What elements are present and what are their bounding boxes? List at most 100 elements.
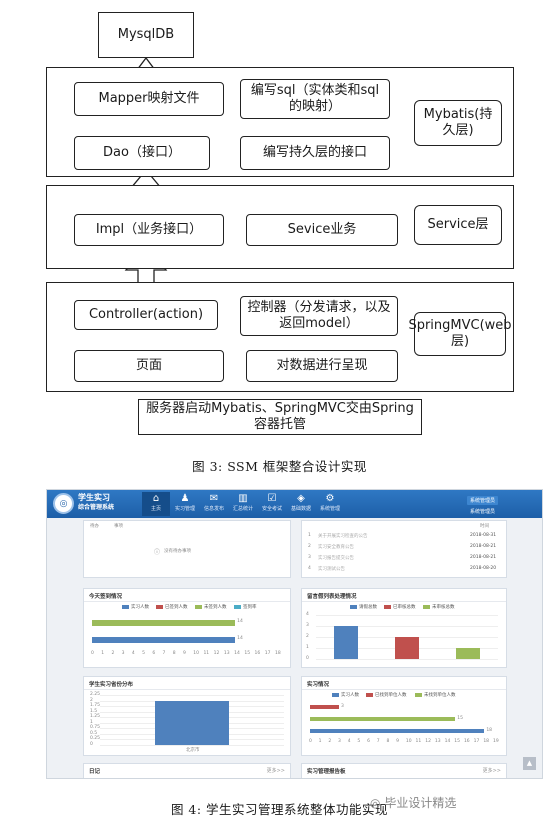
x-tick-today-chart-6: 6	[152, 651, 156, 656]
watermark: ◎ 毕业设计精选	[370, 794, 456, 811]
notice-col-time: 时间	[480, 524, 489, 529]
legend-label: 签到率	[243, 605, 257, 610]
x-tick-status-chart-10: 10	[405, 739, 412, 744]
y-tick-leave-chart-4: 4	[306, 612, 309, 617]
scroll-top-icon[interactable]: ▲	[523, 757, 536, 770]
legend-swatch	[366, 692, 373, 697]
watermark-text: 毕业设计精选	[384, 796, 457, 810]
x-tick-today-chart-5: 5	[142, 651, 145, 656]
controller-box: Controller(action)	[74, 300, 218, 330]
log-panel: 日记 更多>>	[83, 763, 291, 778]
nav-label-1: 实习管理	[174, 506, 195, 512]
gridline-leave-chart-0	[316, 659, 498, 660]
nav-item-5[interactable]: ◈基础数据	[287, 492, 315, 516]
x-tick-today-chart-16: 16	[254, 651, 261, 656]
log-more-link[interactable]: 更多>>	[266, 768, 285, 774]
x-tick-today-chart-8: 8	[172, 651, 176, 656]
nav-item-1[interactable]: ♟实习管理	[171, 492, 199, 516]
service-node-label: Sevice业务	[287, 222, 357, 237]
notice-date-1: 2018-08-21	[470, 544, 497, 549]
notice-date-2: 2018-08-21	[470, 555, 497, 560]
springmvc-label: SpringMVC(web层)	[408, 318, 512, 349]
bar-label-status-chart-1: 15	[457, 715, 463, 721]
app-screenshot: ◎ 学生实习 综合管理系统 ⌂主页♟实习管理✉信息发布▥汇总统计☑安全考试◈基础…	[46, 489, 543, 779]
x-tick-today-chart-14: 14	[234, 651, 240, 656]
mybatis-label: Mybatis(持久层)	[423, 107, 493, 138]
legend-label: 未签到人数	[204, 605, 227, 610]
legend-swatch	[332, 692, 339, 697]
cat-label-dist-chart-0: 北京市	[186, 748, 200, 753]
nav-item-2[interactable]: ✉信息发布	[200, 492, 228, 516]
report-panel-title: 实习管理报告板	[307, 769, 346, 775]
report-more-link[interactable]: 更多>>	[482, 768, 501, 774]
bar-status-chart-1	[310, 716, 456, 721]
notice-text-3: 实习测试公告	[318, 567, 345, 572]
nav-item-4[interactable]: ☑安全考试	[258, 492, 286, 516]
legend-label: 已审核总数	[393, 605, 416, 610]
x-tick-status-chart-5: 5	[357, 739, 361, 744]
notice-no-2: 3	[308, 555, 311, 560]
todo-col1: 待办	[90, 524, 99, 529]
dist-panel-title: 学生实习省份分布	[89, 682, 134, 688]
legend-swatch	[156, 604, 163, 609]
log-panel-title: 日记	[89, 769, 101, 775]
x-tick-status-chart-19: 19	[493, 739, 499, 744]
nav-label-0: 主页	[150, 506, 161, 512]
bar-leave-chart-2	[455, 648, 480, 659]
y-tick-dist-chart-0: 0	[90, 742, 93, 747]
mapper-note-box: 编写sql（实体类和sql的映射）	[240, 79, 390, 119]
legend-label: 未找到单位人数	[424, 693, 456, 698]
app-title: 学生实习 综合管理系统	[78, 493, 114, 513]
x-tick-today-chart-2: 2	[111, 651, 115, 656]
controller-note: 控制器（分发请求，以及返回model）	[247, 300, 391, 331]
y-tick-dist-chart-1: 1	[90, 719, 93, 725]
legend-item-leave-legend-1: 已审核总数	[384, 604, 416, 610]
legend-item-leave-legend-2: 未审核总数	[423, 604, 455, 610]
x-tick-status-chart-17: 17	[473, 739, 480, 744]
x-tick-today-chart-7: 7	[162, 651, 166, 656]
nav-item-3[interactable]: ▥汇总统计	[229, 492, 257, 516]
user-menu-2[interactable]: 系统管理员	[470, 509, 496, 515]
nav-item-0[interactable]: ⌂主页	[142, 492, 170, 516]
x-tick-today-chart-11: 11	[203, 651, 210, 656]
gridline-dist-chart-2.25	[100, 695, 284, 696]
nav-item-6[interactable]: ⚙系统管理	[316, 492, 344, 516]
user-menu[interactable]: 系统管理员	[467, 496, 499, 505]
y-tick-leave-chart-0: 0	[306, 656, 309, 661]
ssm-diagram: MysqlDB Mapper映射文件 编写sql（实体类和sql的映射） Dao…	[46, 12, 514, 435]
notice-no-3: 4	[308, 566, 311, 571]
notice-no-1: 2	[308, 544, 311, 549]
legend-item-status-legend-0: 实习人数	[332, 692, 359, 698]
service-label: Service层	[427, 217, 489, 232]
nav-icon-3: ▥	[238, 493, 248, 504]
nav-icon-2: ✉	[209, 493, 219, 504]
todo-panel: 待办 事项 ⓘ 没有待办事项	[83, 520, 291, 578]
legend-swatch	[195, 604, 202, 609]
server-note: 服务器启动Mybatis、SpringMVC交由Spring容器托管	[146, 401, 414, 432]
legend-swatch	[122, 604, 129, 609]
legend-swatch	[415, 692, 422, 697]
y-tick-leave-chart-2: 2	[306, 634, 309, 639]
x-tick-today-chart-0: 0	[91, 651, 94, 656]
gridline-leave-chart-4	[316, 615, 498, 616]
legend-swatch	[234, 604, 241, 609]
x-tick-today-chart-17: 17	[264, 651, 271, 656]
y-tick-dist-chart-2.25: 2.25	[90, 692, 101, 697]
x-tick-today-chart-12: 12	[213, 651, 220, 656]
x-tick-today-chart-1: 1	[101, 651, 105, 656]
y-tick-dist-chart-0.5: 0.5	[90, 730, 98, 736]
dao-label: Dao（接口）	[103, 145, 181, 160]
school-logo-icon: ◎	[53, 493, 74, 514]
x-tick-status-chart-14: 14	[444, 739, 451, 744]
legend-item-status-legend-2: 未找到单位人数	[415, 692, 456, 698]
mysql-box: MysqlDB	[98, 12, 194, 58]
leave-panel-title: 留言假列表处理情况	[307, 594, 357, 600]
legend-label: 请假总数	[359, 605, 377, 610]
legend-label: 实习人数	[341, 693, 359, 698]
info-icon: ⓘ	[154, 549, 161, 556]
notice-no-0: 1	[308, 533, 311, 538]
x-tick-status-chart-0: 0	[309, 739, 312, 744]
x-tick-status-chart-2: 2	[328, 739, 332, 744]
